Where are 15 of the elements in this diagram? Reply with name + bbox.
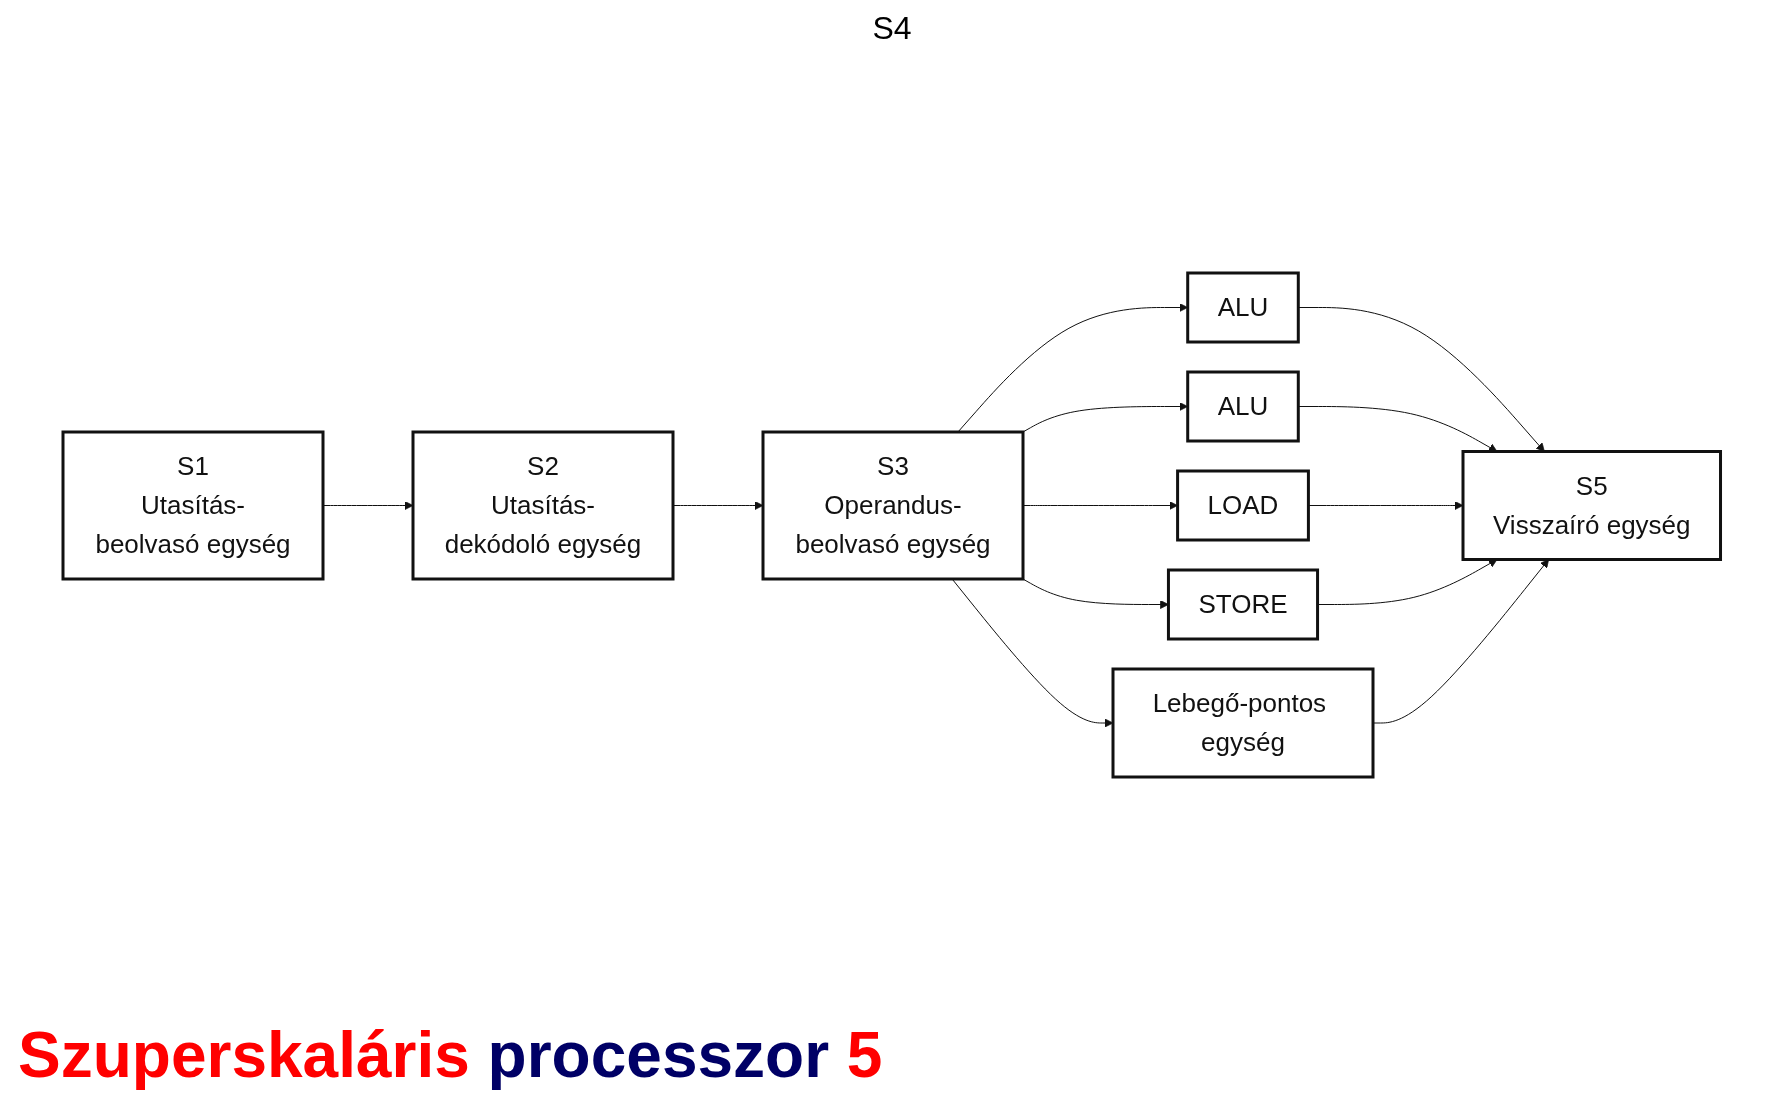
node-box: LOAD bbox=[1176, 469, 1311, 542]
node-box: S2 Utasítás-dekódoló egység bbox=[411, 430, 675, 581]
node-box: Lebegő-pontos egység bbox=[1111, 667, 1375, 779]
title: Szuperskaláris processzor 5 bbox=[18, 1018, 883, 1092]
node-box: S3 Operandus-beolvasó egység bbox=[761, 430, 1025, 581]
node-box: STORE bbox=[1167, 568, 1320, 641]
arrow bbox=[1298, 406, 1498, 452]
node-box: S1 Utasítás-beolvasó egység bbox=[61, 430, 325, 581]
arrow bbox=[1298, 307, 1545, 452]
arrow bbox=[1317, 559, 1498, 605]
node-box: S5 Visszaíró egység bbox=[1461, 450, 1723, 561]
stage-label: S4 bbox=[872, 10, 912, 46]
node-box: ALU bbox=[1186, 370, 1300, 443]
node-box: ALU bbox=[1186, 271, 1300, 344]
arrow bbox=[1308, 501, 1464, 510]
